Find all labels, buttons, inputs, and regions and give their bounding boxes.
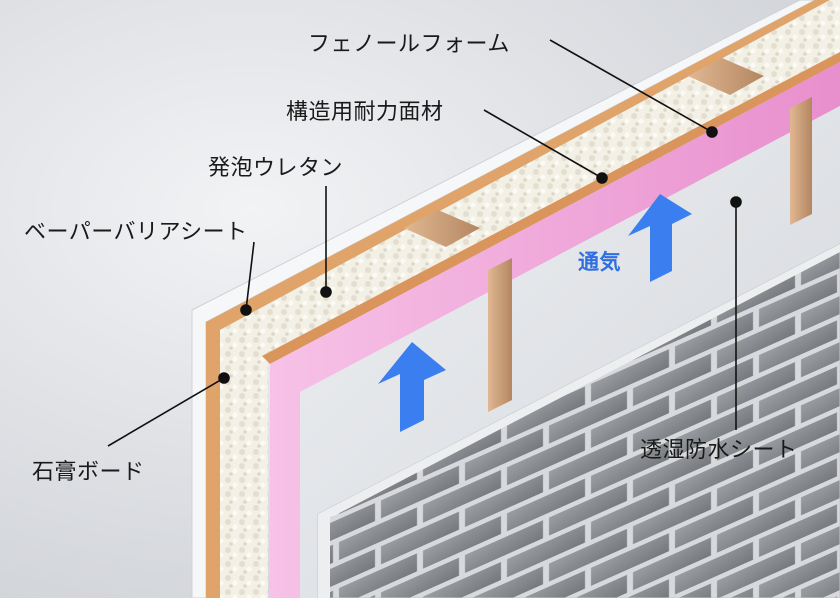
label-urethane-foam: 発泡ウレタン: [208, 156, 344, 181]
dot-phenol-foam: [706, 126, 718, 138]
label-phenol-foam: フェノールフォーム: [308, 32, 510, 57]
label-structural-panel: 構造用耐力面材: [286, 100, 444, 125]
leader-phenol-foam: [549, 39, 713, 133]
batten-1: [488, 258, 512, 412]
stud-2: [688, 58, 764, 95]
dot-gypsum-board: [218, 372, 230, 384]
airflow-arrow-1: [378, 342, 446, 432]
leader-vapor-barrier: [245, 241, 255, 311]
urethane-foam-layer: [220, 0, 840, 598]
label-breathable-sheet: 透湿防水シート: [640, 438, 798, 463]
dot-vapor-barrier: [240, 304, 252, 316]
phenol-foam-layer: [270, 62, 840, 598]
dot-urethane-foam: [320, 286, 332, 298]
leader-structural-panel: [483, 109, 603, 179]
leader-lines: [107, 39, 742, 447]
dot-structural-panel: [596, 172, 608, 184]
leader-gypsum-board: [107, 377, 225, 447]
structural-panel-layer: [262, 52, 840, 364]
dot-breathable-sheet: [730, 196, 742, 208]
batten-2: [790, 97, 812, 225]
label-airflow: 通気: [578, 250, 621, 274]
label-vapor-barrier: ベーパーバリアシート: [24, 220, 248, 245]
stud-1: [404, 210, 480, 247]
airflow-arrow-2: [628, 194, 692, 282]
label-gypsum-board: 石膏ボード: [32, 460, 145, 485]
